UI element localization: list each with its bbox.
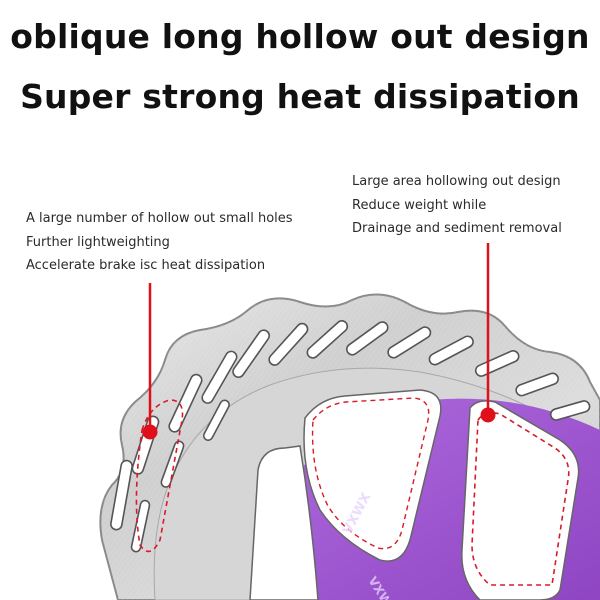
callout-left-line-1: A large number of hollow out small holes — [26, 211, 293, 226]
slot — [515, 372, 559, 397]
slot — [428, 335, 474, 366]
callout-right: Large area hollowing out design Reduce w… — [352, 170, 562, 241]
callout-right-line-2: Reduce weight while — [352, 197, 487, 213]
slot — [306, 320, 349, 359]
slot — [168, 373, 203, 433]
leader-dot-left — [142, 424, 158, 440]
large-cutout-center — [303, 389, 442, 562]
slot — [549, 400, 591, 421]
callout-left-line-2: Further lightweighting — [26, 234, 170, 250]
slot — [346, 321, 389, 356]
slot — [202, 399, 230, 441]
headline-line-1: oblique long hollow out design — [10, 17, 590, 56]
slot — [130, 499, 151, 553]
leader-dot-right — [480, 407, 496, 423]
dashed-highlight-center-window — [311, 397, 430, 550]
slot — [387, 326, 432, 359]
callout-right-line-3: Drainage and sediment removal — [352, 221, 562, 236]
large-cutout-left — [249, 445, 319, 600]
slot — [232, 329, 271, 379]
callout-right-line-1: Large area hollowing out design — [352, 174, 561, 189]
slot — [110, 459, 133, 531]
slot — [160, 440, 185, 488]
slot — [201, 350, 238, 404]
dashed-highlight-small-holes — [135, 399, 184, 553]
rotor-disc — [99, 293, 600, 600]
leader-right — [480, 243, 496, 423]
slot — [268, 322, 309, 366]
headline-line-2: Super strong heat dissipation — [20, 77, 580, 116]
leader-left — [142, 283, 158, 440]
callout-left-line-3: Accelerate brake isc heat dissipation — [26, 258, 266, 273]
oblique-slots — [110, 320, 591, 553]
callout-left: A large number of hollow out small holes… — [26, 207, 293, 278]
slot — [474, 350, 520, 377]
